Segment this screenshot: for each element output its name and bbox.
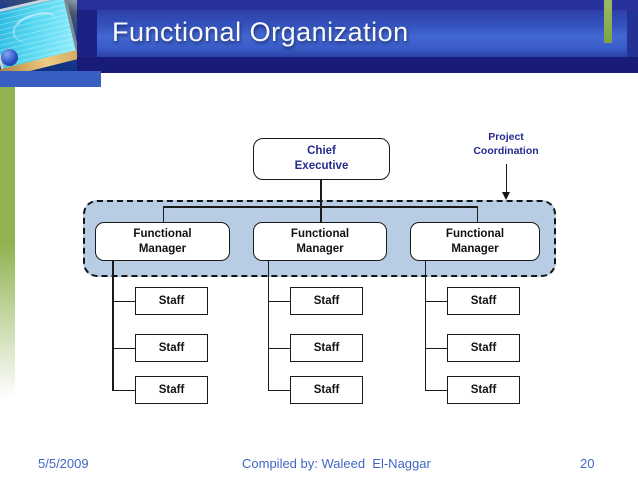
header-bottom-strip [0,57,638,73]
functional-manager-box: Functional Manager [410,222,540,261]
connector-line [267,300,290,302]
staff-box: Staff [135,334,208,362]
footer-page-number: 20 [580,456,595,471]
photo-under-bar [0,71,101,87]
footer-credit: Compiled by: Waleed El-Naggar [242,456,431,471]
slide-title: Functional Organization [112,17,409,47]
annotation-arrow-head-icon [501,192,510,200]
connector-line [424,300,447,302]
connector-line [112,347,135,349]
staff-box: Staff [135,287,208,315]
connector-line [424,347,447,349]
annotation-arrow-line [505,164,507,193]
blue-sphere-icon [1,49,18,66]
header-title-band [97,10,638,57]
connector-line [476,206,478,223]
green-accent-bar [604,0,612,43]
connector-line [112,261,114,391]
connector-line [267,389,290,391]
header-top-strip [0,0,638,10]
connector-line [267,347,290,349]
chief-executive-box: Chief Executive [253,138,390,180]
footer-date: 5/5/2009 [38,456,89,471]
staff-box: Staff [135,376,208,404]
staff-box: Staff [290,334,363,362]
header-band-right-edge [627,10,638,57]
connector-line [267,261,269,391]
staff-box: Staff [447,287,520,315]
staff-box: Staff [447,334,520,362]
connector-line [112,300,135,302]
staff-box: Staff [290,376,363,404]
project-coordination-label: Project Coordination [473,131,539,157]
connector-line [112,389,135,391]
staff-box: Staff [447,376,520,404]
connector-line [424,389,447,391]
left-green-gradient-bar [0,87,15,399]
staff-box: Staff [290,287,363,315]
functional-manager-box: Functional Manager [253,222,387,261]
connector-line [424,261,426,391]
computer-photo [0,0,77,72]
connector-line [320,206,322,223]
functional-manager-box: Functional Manager [95,222,230,261]
connector-line [162,206,164,223]
connector-line [320,180,322,207]
